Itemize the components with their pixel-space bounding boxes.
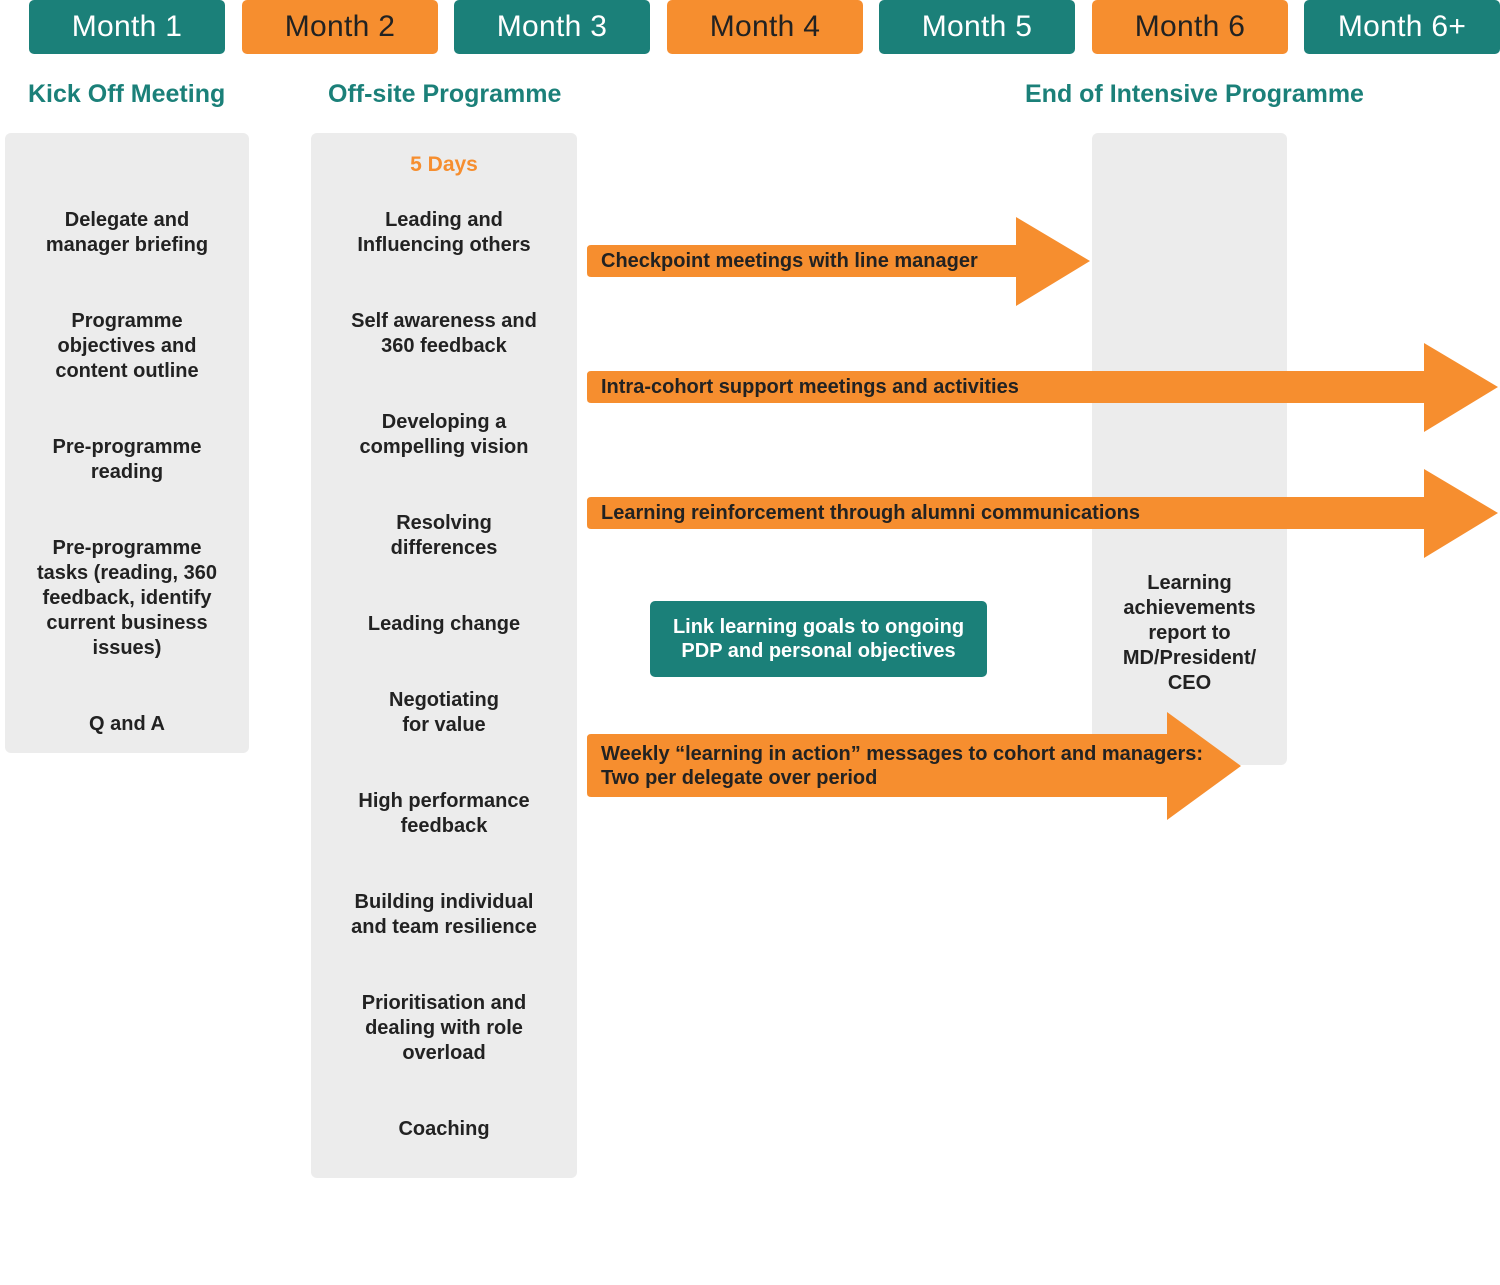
offsite-item: Negotiating for value <box>389 689 499 736</box>
duration-label: 5 Days <box>410 153 478 176</box>
offsite-item: Developing a compelling vision <box>359 411 529 458</box>
reinforcement-arrow: Learning reinforcement through alumni co… <box>587 469 1500 558</box>
kickoff-item: Pre-programme tasks (reading, 360 feedba… <box>36 537 218 659</box>
reinforcement-arrow-label: Learning reinforcement through alumni co… <box>601 502 1140 524</box>
month-3-tab: Month 3 <box>454 0 650 54</box>
checkpoint-arrow: Checkpoint meetings with line manager <box>587 217 1092 306</box>
kickoff-item: Q and A <box>89 713 165 735</box>
offsite-item: Resolving differences <box>390 512 498 559</box>
month-1-tab: Month 1 <box>29 0 225 54</box>
link-learning-goals-box: Link learning goals to ongoing PDP and p… <box>650 601 987 677</box>
weekly-messages-line-1: Weekly “learning in action” messages to … <box>601 743 1204 765</box>
offsite-item: Leading change <box>367 613 521 635</box>
month-6-plus-tab: Month 6+ <box>1304 0 1500 54</box>
offsite-item: Self awareness and 360 feedback <box>351 310 537 357</box>
offsite-item: High performance feedback <box>358 790 530 837</box>
month-4-tab: Month 4 <box>667 0 863 54</box>
phase-kickoff-heading: Kick Off Meeting <box>28 79 226 108</box>
weekly-messages-arrow-label: Weekly “learning in action” messages to … <box>601 742 1203 790</box>
link-box-line-2: PDP and personal objectives <box>681 640 956 662</box>
offsite-column: 5 Days Leading and Influencing others Se… <box>311 133 577 1178</box>
checkpoint-arrow-label: Checkpoint meetings with line manager <box>601 250 978 272</box>
weekly-messages-line-2: Two per delegate over period <box>601 767 878 789</box>
phase-end-heading: End of Intensive Programme <box>1025 79 1364 108</box>
intra-cohort-arrow: Intra-cohort support meetings and activi… <box>587 343 1500 432</box>
link-box-line-1: Link learning goals to ongoing <box>672 616 965 638</box>
kickoff-item: Programme objectives and content outline <box>55 310 199 382</box>
kickoff-column: Delegate and manager briefing Programme … <box>5 133 249 753</box>
month-2-tab: Month 2 <box>242 0 438 54</box>
offsite-item: Leading and Influencing others <box>357 209 531 256</box>
offsite-item: Building individual and team resilience <box>351 891 537 938</box>
kickoff-item: Pre-programme reading <box>52 436 202 483</box>
end-column: Learning achievements report to MD/Presi… <box>1092 133 1287 765</box>
kickoff-item: Delegate and manager briefing <box>45 209 209 256</box>
intra-cohort-arrow-label: Intra-cohort support meetings and activi… <box>601 376 1019 398</box>
offsite-item: Coaching <box>398 1118 490 1140</box>
offsite-item: Prioritisation and dealing with role ove… <box>361 992 527 1064</box>
month-5-tab: Month 5 <box>879 0 1075 54</box>
month-6-tab: Month 6 <box>1092 0 1288 54</box>
weekly-messages-arrow: Weekly “learning in action” messages to … <box>587 712 1243 820</box>
learning-report-text: Learning achievements report to MD/Presi… <box>1122 571 1257 694</box>
phase-offsite-heading: Off-site Programme <box>328 79 562 108</box>
